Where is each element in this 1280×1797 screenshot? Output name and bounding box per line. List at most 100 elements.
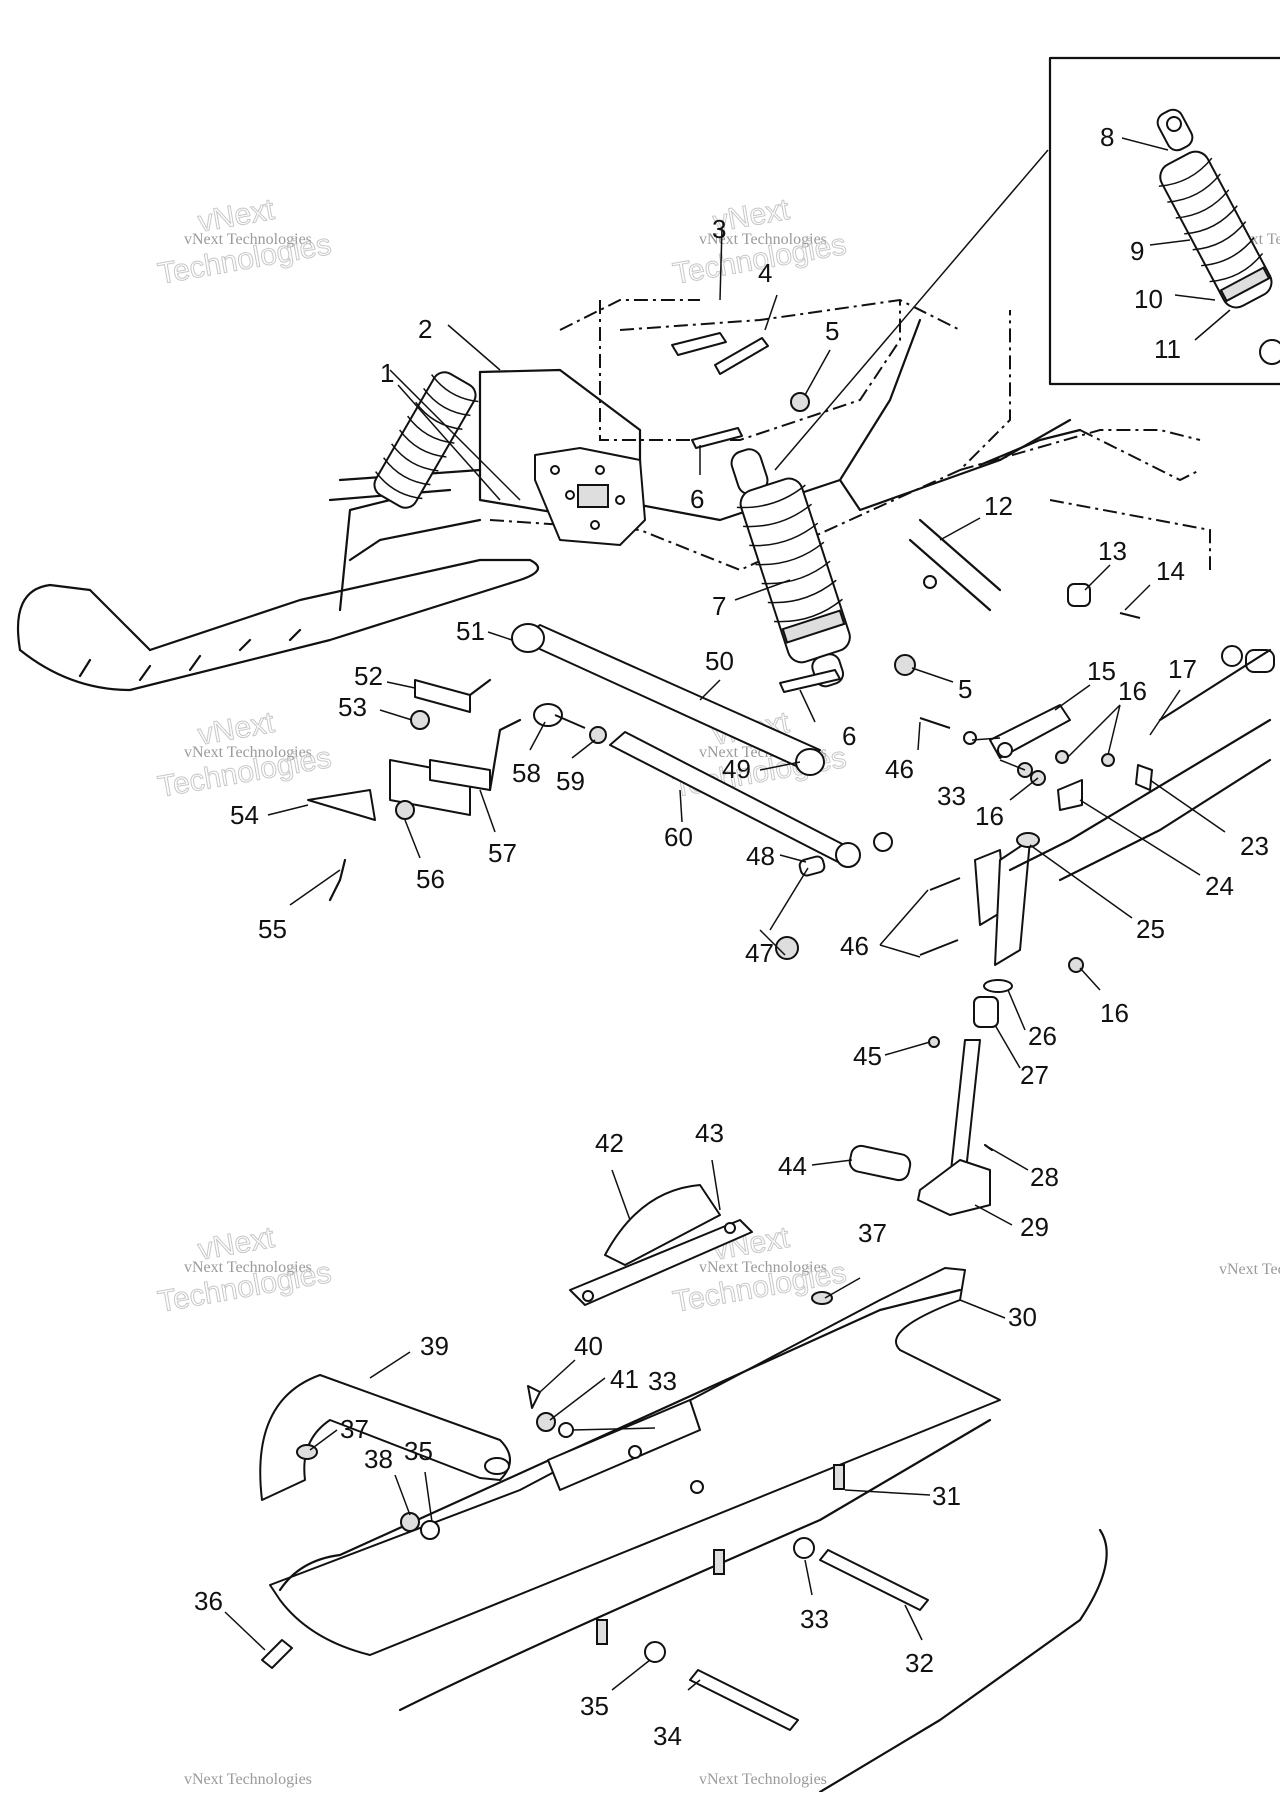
callout-59: 59 <box>556 766 585 796</box>
washer-35 <box>420 1520 440 1540</box>
bulkhead-outline <box>489 310 1011 572</box>
bushing-13 <box>1067 583 1091 607</box>
leader-37b <box>824 1277 861 1299</box>
callout-7: 7 <box>712 591 726 621</box>
shock-detail-inset <box>774 56 1280 471</box>
leader-14 <box>1124 584 1151 611</box>
watermark-tile: vNext Technologies <box>1219 1261 1280 1278</box>
leader-25 <box>1029 844 1133 919</box>
watermark-text: vNext Technologies <box>699 1771 827 1788</box>
leader-45 <box>884 1041 931 1056</box>
pin-40 <box>527 1385 541 1409</box>
spindle-hardware <box>848 648 1272 1216</box>
upper-fasteners <box>671 332 916 693</box>
watermark-text: vNext Technologies <box>184 231 312 248</box>
callout-29: 29 <box>1020 1212 1049 1242</box>
bolts-46 <box>919 877 961 956</box>
leader-1 <box>397 384 501 501</box>
ski-bottom-break <box>818 1528 1108 1794</box>
callout-56: 56 <box>416 864 445 894</box>
leader-13 <box>1084 564 1111 591</box>
washer-33 <box>963 731 977 745</box>
rod-end-49 <box>795 748 825 776</box>
leader-48 <box>779 854 807 863</box>
ski-saddle <box>569 1184 753 1306</box>
leader-lines <box>224 137 1231 1691</box>
callout-33: 33 <box>648 1366 677 1396</box>
callout-4: 4 <box>758 258 772 288</box>
callout-8: 8 <box>1100 122 1114 152</box>
bushing-27 <box>973 996 999 1028</box>
callout-24: 24 <box>1205 871 1234 901</box>
leader-56 <box>404 819 421 859</box>
callout-57: 57 <box>488 838 517 868</box>
shock-spring-coils <box>736 484 843 623</box>
bolt-3 <box>671 332 727 356</box>
callout-3: 3 <box>712 214 726 244</box>
tunnel-phantom-2 <box>1079 429 1201 482</box>
tunnel-phantom <box>959 429 1201 471</box>
spacer-48 <box>798 855 826 877</box>
ski-runner <box>398 1418 992 1712</box>
nut-53 <box>410 710 430 730</box>
stud-31 <box>833 1464 845 1490</box>
callout-31: 31 <box>932 1481 961 1511</box>
callout-25: 25 <box>1136 914 1165 944</box>
leader-53 <box>379 709 413 721</box>
upper-arm-tube <box>908 518 1002 612</box>
watermark-tile: vNext vNext Technologies Technologies <box>670 192 849 291</box>
leader-9 <box>1149 239 1191 246</box>
leader-15 <box>1054 684 1091 711</box>
plate-slot <box>577 484 609 508</box>
callout-41: 41 <box>610 1364 639 1394</box>
leader-41 <box>549 1377 606 1421</box>
bushing-right <box>1245 649 1275 673</box>
leader-57 <box>479 789 496 833</box>
upper-arm <box>908 518 1275 673</box>
leader-30 <box>959 1299 1006 1319</box>
nut-5-lower <box>894 654 916 676</box>
saddle-hole <box>582 1290 594 1302</box>
main-shock <box>730 448 851 688</box>
leader-6b <box>799 689 816 723</box>
callout-16: 16 <box>975 801 1004 831</box>
callout-44: 44 <box>778 1151 807 1181</box>
leader-55 <box>289 869 341 906</box>
washer-33-lower <box>793 1537 815 1559</box>
bulkhead-edge <box>559 299 700 331</box>
callout-39: 39 <box>420 1331 449 1361</box>
leader-37a <box>309 1429 338 1451</box>
watermark-text: vNext Technologies <box>184 744 312 761</box>
loop-hole-2 <box>484 1457 510 1475</box>
rod-end-51 <box>511 623 545 653</box>
bolt-32 <box>819 1549 929 1611</box>
callout-2: 2 <box>418 314 432 344</box>
callout-15: 15 <box>1087 656 1116 686</box>
callout-16: 16 <box>1118 676 1147 706</box>
callout-17: 17 <box>1168 654 1197 684</box>
callout-37: 37 <box>340 1414 369 1444</box>
ski-hardware <box>261 1291 929 1731</box>
leader-43 <box>711 1159 721 1211</box>
callout-35: 35 <box>404 1436 433 1466</box>
leader-40 <box>539 1359 576 1393</box>
plate-hole <box>615 495 625 505</box>
nut-16-c <box>1055 750 1069 764</box>
bushing-25 <box>1016 832 1040 848</box>
fitting-45 <box>928 1036 940 1048</box>
leader-24 <box>1079 799 1201 876</box>
callout-16: 16 <box>1100 998 1129 1028</box>
bracket-24 <box>1057 779 1083 811</box>
left-ski-ribs <box>78 628 302 682</box>
leader-26 <box>1007 989 1026 1031</box>
leader-32 <box>904 1604 923 1641</box>
callout-1: 1 <box>380 358 394 388</box>
ski-mount-hole <box>690 1480 704 1494</box>
ski-body <box>269 1267 1001 1656</box>
leader-4 <box>764 294 778 331</box>
leader-36 <box>224 1611 266 1651</box>
callout-51: 51 <box>456 616 485 646</box>
leader-17 <box>1149 689 1181 736</box>
callout-labels: 1 2 3 4 5 5 6 6 7 8 9 10 11 12 13 14 15 … <box>194 122 1269 1751</box>
